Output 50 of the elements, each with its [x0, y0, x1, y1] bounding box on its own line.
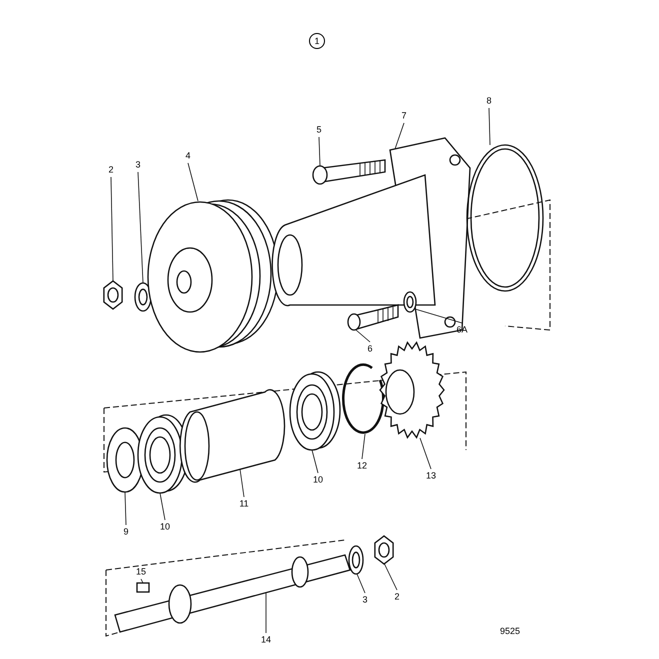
callout-number: 9 — [124, 528, 128, 536]
leader-line — [356, 574, 366, 594]
drawing-number: 9525 — [500, 627, 520, 636]
ball-bearing-drawing — [289, 371, 341, 451]
leader-line — [362, 434, 366, 460]
leader-line — [420, 438, 432, 470]
leader-line — [110, 176, 114, 282]
pulley-drawing — [147, 199, 279, 353]
pump-housing-drawing — [272, 137, 471, 339]
callout-number: 2 — [394, 592, 400, 602]
leader-line — [312, 450, 318, 474]
callout-number: 7 — [402, 112, 406, 120]
callout-number: 3 — [136, 160, 140, 170]
leader-line — [124, 492, 126, 526]
callout-number: 14 — [261, 636, 271, 644]
leader-line — [394, 122, 404, 150]
leader-line — [138, 172, 144, 284]
callout-number: 6 — [368, 344, 372, 354]
leader-line — [140, 578, 144, 584]
key-drawing — [136, 582, 150, 593]
callout-number: 6A — [456, 326, 468, 334]
callout-number: 12 — [357, 462, 367, 470]
washer-drawing — [403, 291, 417, 313]
callout-number: 8 — [486, 96, 492, 106]
callout-number: 15 — [136, 568, 146, 576]
hex-nut-drawing — [374, 535, 394, 565]
callout-number: 2 — [108, 166, 114, 174]
bolt-drawing — [347, 304, 399, 331]
leader-line — [356, 330, 370, 342]
leader-line — [384, 562, 398, 590]
callout-number: 10 — [160, 522, 170, 532]
circlip-drawing — [342, 363, 384, 434]
callout-number: 13 — [426, 472, 436, 480]
leader-line — [414, 308, 462, 324]
spacer-sleeve-drawing — [179, 389, 286, 483]
callout-number: 4 — [186, 152, 190, 160]
leader-line — [160, 492, 166, 520]
o-ring-drawing — [466, 144, 544, 292]
callout-number: 3 — [362, 596, 368, 604]
leader-line — [188, 162, 198, 202]
leader-line — [488, 108, 490, 146]
leader-line — [240, 468, 244, 498]
washer-drawing — [348, 545, 364, 575]
bolt-drawing — [312, 159, 386, 185]
shaft-drawing — [114, 554, 351, 633]
hex-nut-drawing — [103, 280, 123, 310]
gear-drawing — [379, 341, 445, 439]
callout-number: 10 — [313, 476, 323, 484]
callout-number: 5 — [316, 126, 322, 134]
callout-number: 11 — [239, 500, 249, 508]
